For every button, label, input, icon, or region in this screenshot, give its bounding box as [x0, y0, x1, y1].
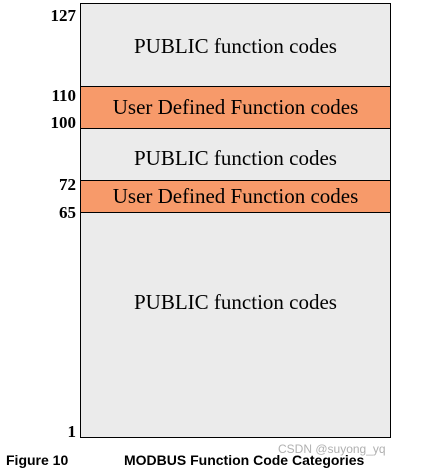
- user-defined-band-upper: User Defined Function codes: [80, 86, 391, 129]
- watermark: CSDN @suyong_yq: [278, 442, 386, 456]
- tick-label-100: 100: [50, 113, 77, 132]
- figure-caption: Figure 10 MODBUS Function Code Categorie…: [6, 452, 364, 468]
- public-region-bottom: PUBLIC function codes: [80, 280, 391, 324]
- tick-label-1: 1: [67, 422, 77, 441]
- code-range-frame: [80, 3, 391, 438]
- figure-title: MODBUS Function Code Categories: [124, 452, 365, 468]
- region-label: PUBLIC function codes: [134, 289, 337, 314]
- tick-label-65: 65: [59, 203, 76, 222]
- public-region-middle: PUBLIC function codes: [80, 136, 391, 180]
- public-region-top: PUBLIC function codes: [80, 24, 391, 68]
- band-label: User Defined Function codes: [112, 95, 359, 119]
- band-label: User Defined Function codes: [112, 184, 359, 208]
- region-label: PUBLIC function codes: [134, 145, 337, 170]
- figure-number: Figure 10: [6, 452, 69, 468]
- tick-label-127: 127: [50, 6, 77, 25]
- tick-label-72: 72: [59, 175, 76, 194]
- region-label: PUBLIC function codes: [134, 33, 337, 58]
- user-defined-band-lower: User Defined Function codes: [80, 180, 391, 213]
- tick-label-110: 110: [51, 86, 76, 105]
